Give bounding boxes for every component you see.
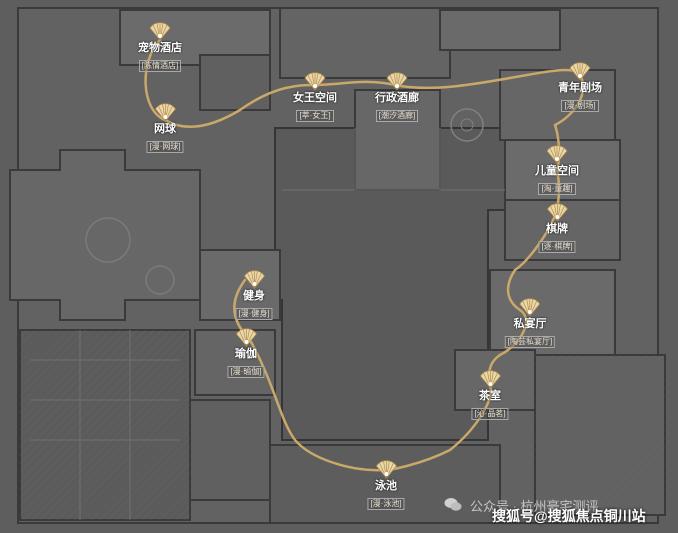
poi-pet-hotel: 宠物酒店 [陈情酒店] — [138, 22, 182, 73]
fan-marker-icon — [546, 145, 568, 164]
fan-marker-icon — [243, 270, 265, 289]
poi-name: 网球 — [153, 123, 176, 135]
poi-subtitle: [逐·棋牌] — [538, 241, 576, 253]
poi-subtitle: [沁·品茗] — [471, 408, 509, 420]
poi-subtitle: [漫·瑜伽] — [227, 366, 265, 378]
poi-name: 棋牌 — [545, 223, 568, 235]
poi-subtitle: [漫·剧场] — [561, 100, 599, 112]
poi-youth-theater: 青年剧场 [漫·剧场] — [558, 62, 602, 113]
fan-marker-icon — [304, 72, 326, 91]
poi-subtitle: [陶芸私宴厅] — [504, 336, 556, 348]
poi-name: 健身 — [242, 290, 265, 302]
poi-yoga: 瑜伽 [漫·瑜伽] — [227, 328, 265, 379]
poi-exec-lounge: 行政酒廊 [潮汐酒廊] — [375, 72, 419, 123]
poi-name: 青年剧场 — [558, 82, 602, 94]
poi-tea-room: 茶室 [沁·品茗] — [471, 370, 509, 421]
poi-private-banquet: 私宴厅 [陶芸私宴厅] — [504, 298, 556, 349]
poi-subtitle: [陈情酒店] — [138, 60, 182, 72]
poi-subtitle: [潮汐酒廊] — [375, 110, 419, 122]
fan-marker-icon — [375, 460, 397, 479]
poi-subtitle: [漫·网球] — [146, 141, 184, 153]
poi-queen-space: 女王空间 [萃·女王] — [293, 72, 337, 123]
poi-name: 女王空间 — [293, 92, 337, 104]
poi-name: 茶室 — [478, 390, 501, 402]
poi-pool: 泳池 [漫·泳池] — [367, 460, 405, 511]
poi-name: 儿童空间 — [535, 165, 579, 177]
poi-name: 行政酒廊 — [375, 92, 419, 104]
poi-kids-space: 儿童空间 [淘·童趣] — [535, 145, 579, 196]
fan-marker-icon — [479, 370, 501, 389]
fan-marker-icon — [154, 103, 176, 122]
poi-subtitle: [淘·童趣] — [538, 183, 576, 195]
fan-marker-icon — [519, 298, 541, 317]
fan-marker-icon — [569, 62, 591, 81]
poi-subtitle: [漫·泳池] — [367, 498, 405, 510]
fan-marker-icon — [149, 22, 171, 41]
poi-name: 私宴厅 — [513, 318, 547, 330]
poi-name: 宠物酒店 — [138, 42, 182, 54]
wechat-icon — [444, 498, 462, 511]
fan-marker-icon — [546, 203, 568, 222]
poi-subtitle: [漫·健身] — [235, 308, 273, 320]
poi-name: 瑜伽 — [234, 348, 257, 360]
poi-fitness: 健身 [漫·健身] — [235, 270, 273, 321]
poi-tennis: 网球 [漫·网球] — [146, 103, 184, 154]
poi-subtitle: [萃·女王] — [296, 110, 334, 122]
watermark-account: 公众号 · 杭州豪宅测评 — [470, 499, 599, 514]
watermark-site: 搜狐号@搜狐焦点铜川站 — [492, 508, 646, 524]
fan-marker-icon — [235, 328, 257, 347]
fan-marker-icon — [386, 72, 408, 91]
poi-chess: 棋牌 [逐·棋牌] — [538, 203, 576, 254]
poi-name: 泳池 — [374, 480, 397, 492]
